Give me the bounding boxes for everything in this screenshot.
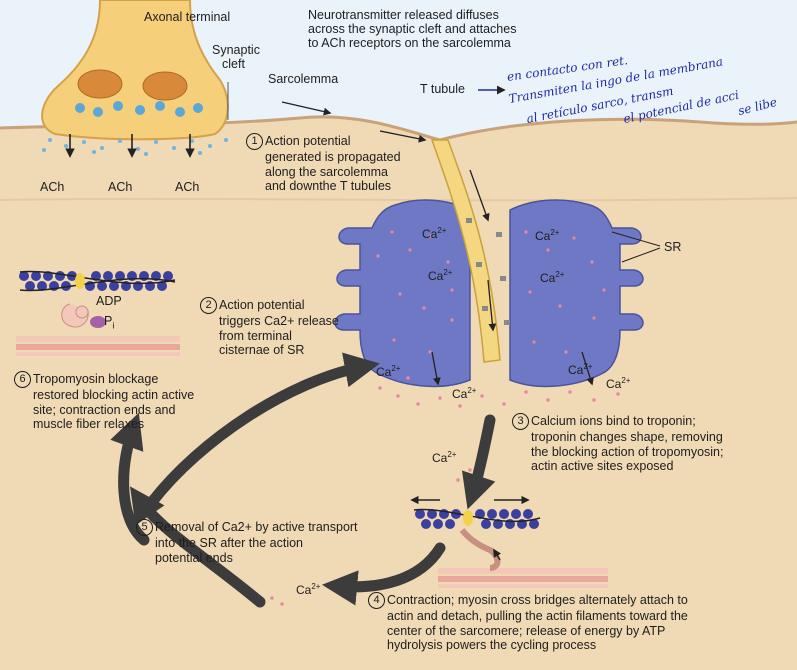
ca-label: Ca2+ — [296, 582, 321, 597]
ca-label: Ca2+ — [606, 376, 631, 391]
ach-arrows — [65, 134, 195, 158]
neurotransmitter-note: Neurotransmitter released diffuses acros… — [308, 8, 517, 50]
ca-label: Ca2+ — [376, 364, 401, 379]
axonal-terminal-label: Axonal terminal — [144, 10, 231, 24]
pi-label: Pi — [104, 314, 115, 331]
ach-label: ACh — [175, 180, 200, 194]
ca-label: Ca2+ — [452, 386, 477, 401]
ach-label: ACh — [108, 180, 133, 194]
synaptic-vesicles — [75, 101, 203, 117]
t-tubule-receptors — [466, 218, 510, 325]
sr-label: SR — [664, 240, 682, 254]
sarcolemma-label: Sarcolemma — [268, 72, 339, 86]
ach-label: ACh — [40, 180, 65, 194]
mitochondrion — [77, 69, 123, 99]
sarcoplasmic-reticulum-left — [334, 199, 471, 388]
filament-relaxed — [16, 270, 180, 356]
ca-in-sr — [376, 230, 606, 354]
ca-label: Ca2+ — [535, 228, 560, 243]
arrow-ca-return — [130, 486, 266, 608]
sarcoplasm-boundary — [0, 197, 797, 202]
filament-contracting — [410, 495, 608, 588]
arrow-step6 — [146, 352, 380, 508]
ca-label: Ca2+ — [432, 450, 457, 465]
sarcoplasmic-reticulum-right — [509, 199, 644, 388]
ach-molecules — [42, 138, 228, 156]
synaptic-cleft-label-1: Synaptic — [212, 43, 260, 57]
synaptic-cleft-label-2: cleft — [222, 57, 245, 71]
axonal-terminal — [41, 0, 229, 141]
arrow-step3 — [461, 414, 496, 510]
ca-label: Ca2+ — [422, 226, 447, 241]
t-tubule-label: T tubule — [420, 82, 465, 96]
ca-label: Ca2+ — [568, 362, 593, 377]
mitochondrion — [142, 71, 188, 101]
ca-label: Ca2+ — [428, 268, 453, 283]
arrow-step5 — [321, 542, 446, 606]
adp-label: ADP — [96, 294, 122, 308]
ca-label: Ca2+ — [540, 270, 565, 285]
